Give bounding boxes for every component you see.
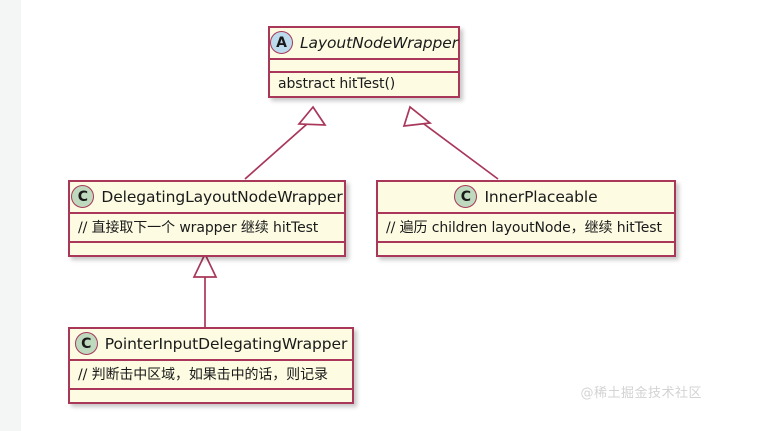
operations-compartment: // 遍历 children layoutNode，继续 hitTest — [378, 212, 674, 241]
class-badge-icon: C — [71, 185, 95, 208]
abstract-badge-icon: A — [270, 31, 294, 54]
inheritance-delegating-to-layoutnodewrapper — [244, 105, 327, 180]
extra-compartment — [70, 388, 352, 402]
operation-text: // 判断击中区域，如果击中的话，则记录 — [78, 367, 328, 383]
class-badge-icon: C — [454, 185, 478, 208]
class-title-row: C DelegatingLayoutNodeWrapper — [70, 182, 344, 212]
left-gutter-strip — [0, 0, 21, 431]
class-box-pointerinputdelegatingwrapper[interactable]: C PointerInputDelegatingWrapper // 判断击中区… — [68, 327, 354, 404]
inheritance-innerplaceable-to-layoutnodewrapper — [402, 105, 499, 180]
operations-compartment: // 直接取下一个 wrapper 继续 hitTest — [70, 212, 344, 241]
class-title-row: C PointerInputDelegatingWrapper — [70, 329, 352, 359]
operation-text: abstract hitTest() — [278, 76, 396, 92]
attributes-compartment — [270, 58, 458, 71]
class-name: PointerInputDelegatingWrapper — [104, 334, 348, 353]
operation-text: // 直接取下一个 wrapper 继续 hitTest — [78, 220, 319, 236]
operations-compartment: // 判断击中区域，如果击中的话，则记录 — [70, 359, 352, 388]
inheritance-pointerinput-to-delegating — [192, 252, 218, 327]
class-title-row: C InnerPlaceable — [378, 182, 674, 212]
class-name: DelegatingLayoutNodeWrapper — [101, 187, 343, 206]
operation-text: // 遍历 children layoutNode，继续 hitTest — [386, 220, 662, 236]
class-badge-icon: C — [74, 332, 98, 355]
class-box-innerplaceable[interactable]: C InnerPlaceable // 遍历 children layoutNo… — [376, 180, 676, 257]
class-name: LayoutNodeWrapper — [300, 33, 458, 52]
class-title-row: A LayoutNodeWrapper — [270, 28, 458, 58]
extra-compartment — [378, 241, 674, 255]
operations-compartment: abstract hitTest() — [270, 71, 458, 96]
class-box-layoutnodewrapper[interactable]: A LayoutNodeWrapper abstract hitTest() — [268, 26, 460, 98]
class-name: InnerPlaceable — [484, 187, 598, 206]
watermark: @稀土掘金技术社区 — [580, 386, 702, 401]
extra-compartment — [70, 241, 344, 255]
class-box-delegatinglayoutnodewrapper[interactable]: C DelegatingLayoutNodeWrapper // 直接取下一个 … — [68, 180, 346, 257]
